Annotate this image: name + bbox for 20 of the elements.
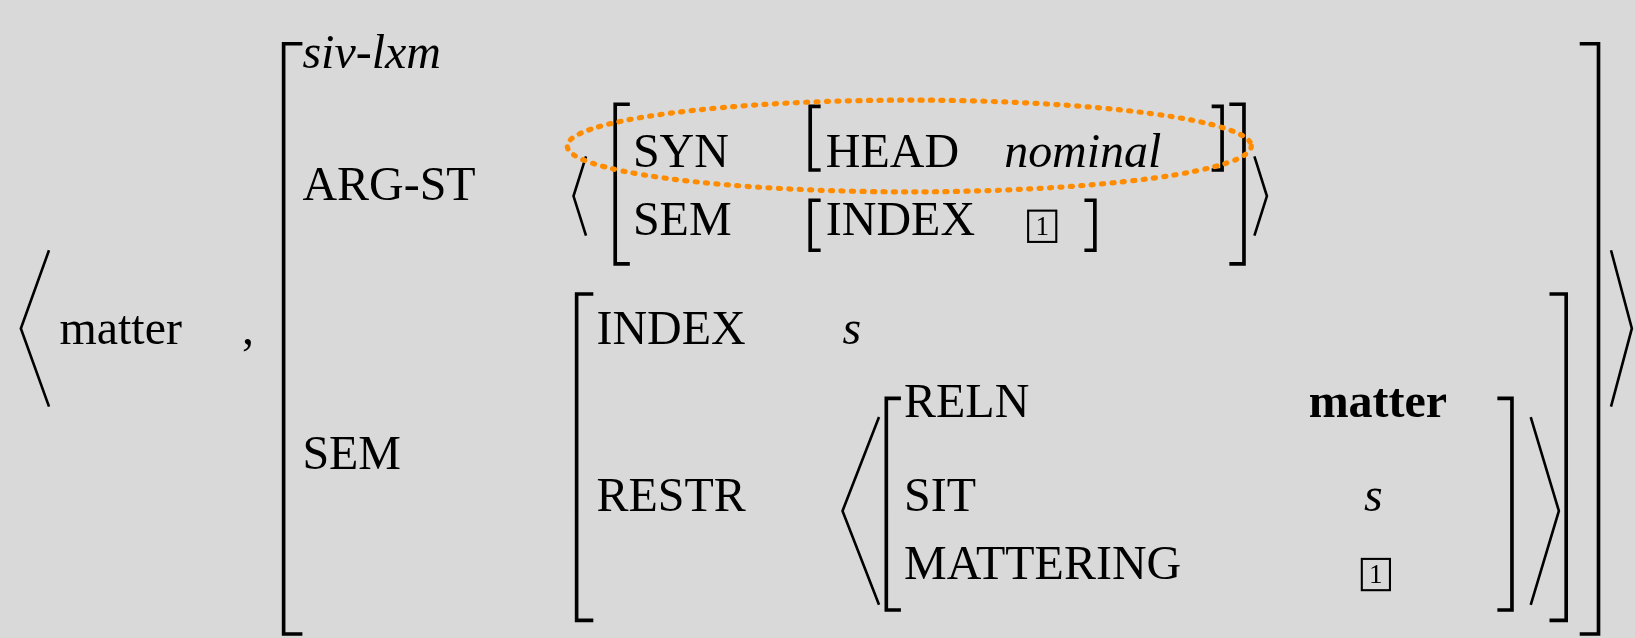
- feature-name: SEM: [302, 429, 402, 478]
- feature-value: nominal: [1004, 127, 1162, 176]
- tag-number: 1: [1027, 209, 1058, 243]
- feature-name: INDEX: [596, 304, 746, 353]
- feature-name: INDEX: [825, 195, 976, 243]
- feature-value: s: [1363, 471, 1383, 520]
- feature-name: MATTERING: [904, 539, 1182, 588]
- feature-name: HEAD: [825, 127, 960, 176]
- feature-name: ARG-ST: [302, 160, 476, 209]
- tag-number: 1: [1360, 557, 1391, 592]
- feature-name: SEM: [632, 195, 732, 243]
- feature-name: RESTR: [596, 471, 746, 520]
- feature-name: SYN: [632, 127, 729, 176]
- feature-value: s: [842, 304, 862, 353]
- word: matter: [59, 304, 182, 353]
- feature-name: RELN: [904, 377, 1030, 426]
- comma: ,: [241, 304, 254, 353]
- type-label: siv-lxm: [302, 28, 441, 77]
- feature-name: SIT: [904, 471, 976, 520]
- feature-value: matter: [1308, 377, 1448, 426]
